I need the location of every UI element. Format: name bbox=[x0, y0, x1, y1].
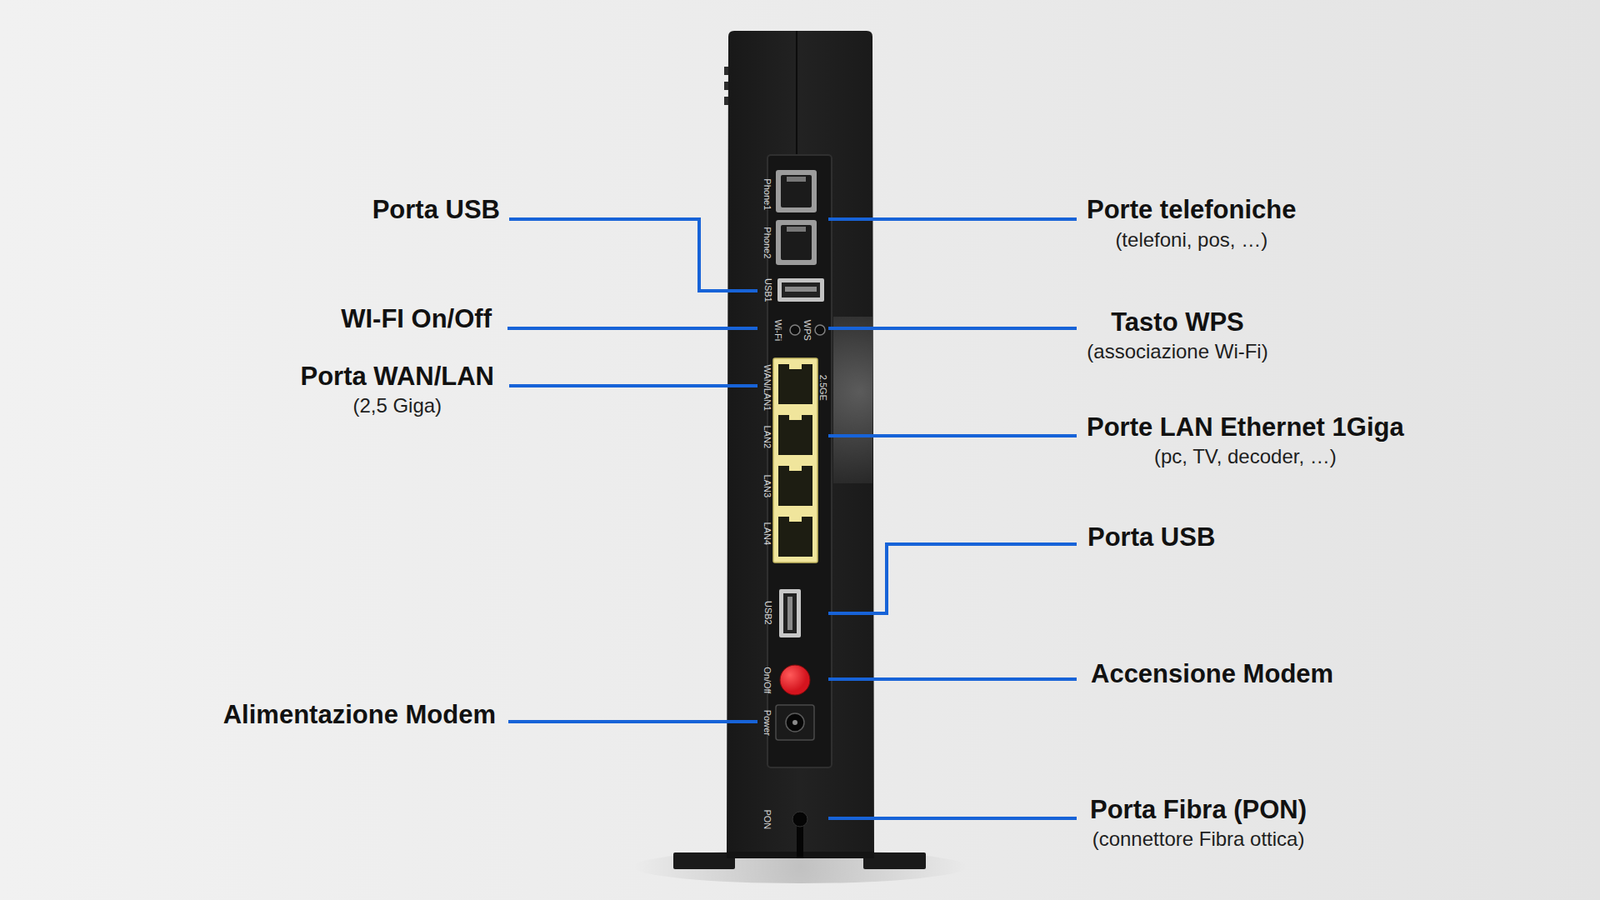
button-name: WPS bbox=[802, 319, 814, 340]
callout-label: Porte LAN Ethernet 1Giga bbox=[1086, 412, 1405, 443]
callout-note: (pc, TV, decoder, …) bbox=[1154, 445, 1337, 469]
port-speed: 2.5GE bbox=[818, 374, 830, 400]
power-button bbox=[780, 665, 810, 695]
port-name: LAN3 bbox=[762, 474, 774, 498]
port-name: WAN/LAN1 bbox=[762, 364, 774, 411]
callout-note: (connettore Fibra ottica) bbox=[1092, 827, 1305, 851]
port-name: USB1 bbox=[762, 278, 774, 303]
callout-label: Tasto WPS bbox=[1110, 307, 1245, 338]
port-name: PON bbox=[762, 809, 774, 830]
callout-label: Porta WAN/LAN bbox=[300, 361, 495, 392]
usb-port bbox=[779, 589, 801, 638]
power-jack bbox=[775, 705, 815, 740]
device-body bbox=[633, 30, 967, 884]
port-name: LAN2 bbox=[762, 425, 774, 449]
port-name: LAN4 bbox=[762, 521, 774, 545]
callout-label: WI-FI On/Off bbox=[340, 304, 492, 335]
fiber-port bbox=[792, 811, 808, 859]
port-name: Phone2 bbox=[762, 226, 774, 259]
callout-label: Porta USB bbox=[372, 195, 500, 225]
callout-label: Alimentazione Modem bbox=[223, 700, 496, 730]
port-name: Power bbox=[762, 709, 774, 735]
callout-note: (telefoni, pos, …) bbox=[1115, 228, 1268, 252]
port-name: USB2 bbox=[762, 600, 774, 625]
callout-label: Porte telefoniche bbox=[1086, 195, 1297, 225]
callout-label: Accensione Modem bbox=[1090, 659, 1334, 690]
callout-note: (2,5 Giga) bbox=[352, 394, 442, 418]
callout-note: (associazione Wi-Fi) bbox=[1086, 340, 1268, 364]
button-name: On/Off bbox=[762, 666, 774, 694]
port-name: Phone1 bbox=[762, 178, 774, 210]
ethernet-ports bbox=[773, 358, 818, 563]
usb-port bbox=[777, 278, 825, 302]
leader-lines bbox=[507, 219, 1077, 819]
callout-label: Porta USB bbox=[1087, 522, 1215, 553]
phone-ports bbox=[775, 170, 817, 265]
callout-label: Porta Fibra (PON) bbox=[1090, 795, 1307, 825]
button-name: Wi-Fi bbox=[773, 319, 785, 341]
